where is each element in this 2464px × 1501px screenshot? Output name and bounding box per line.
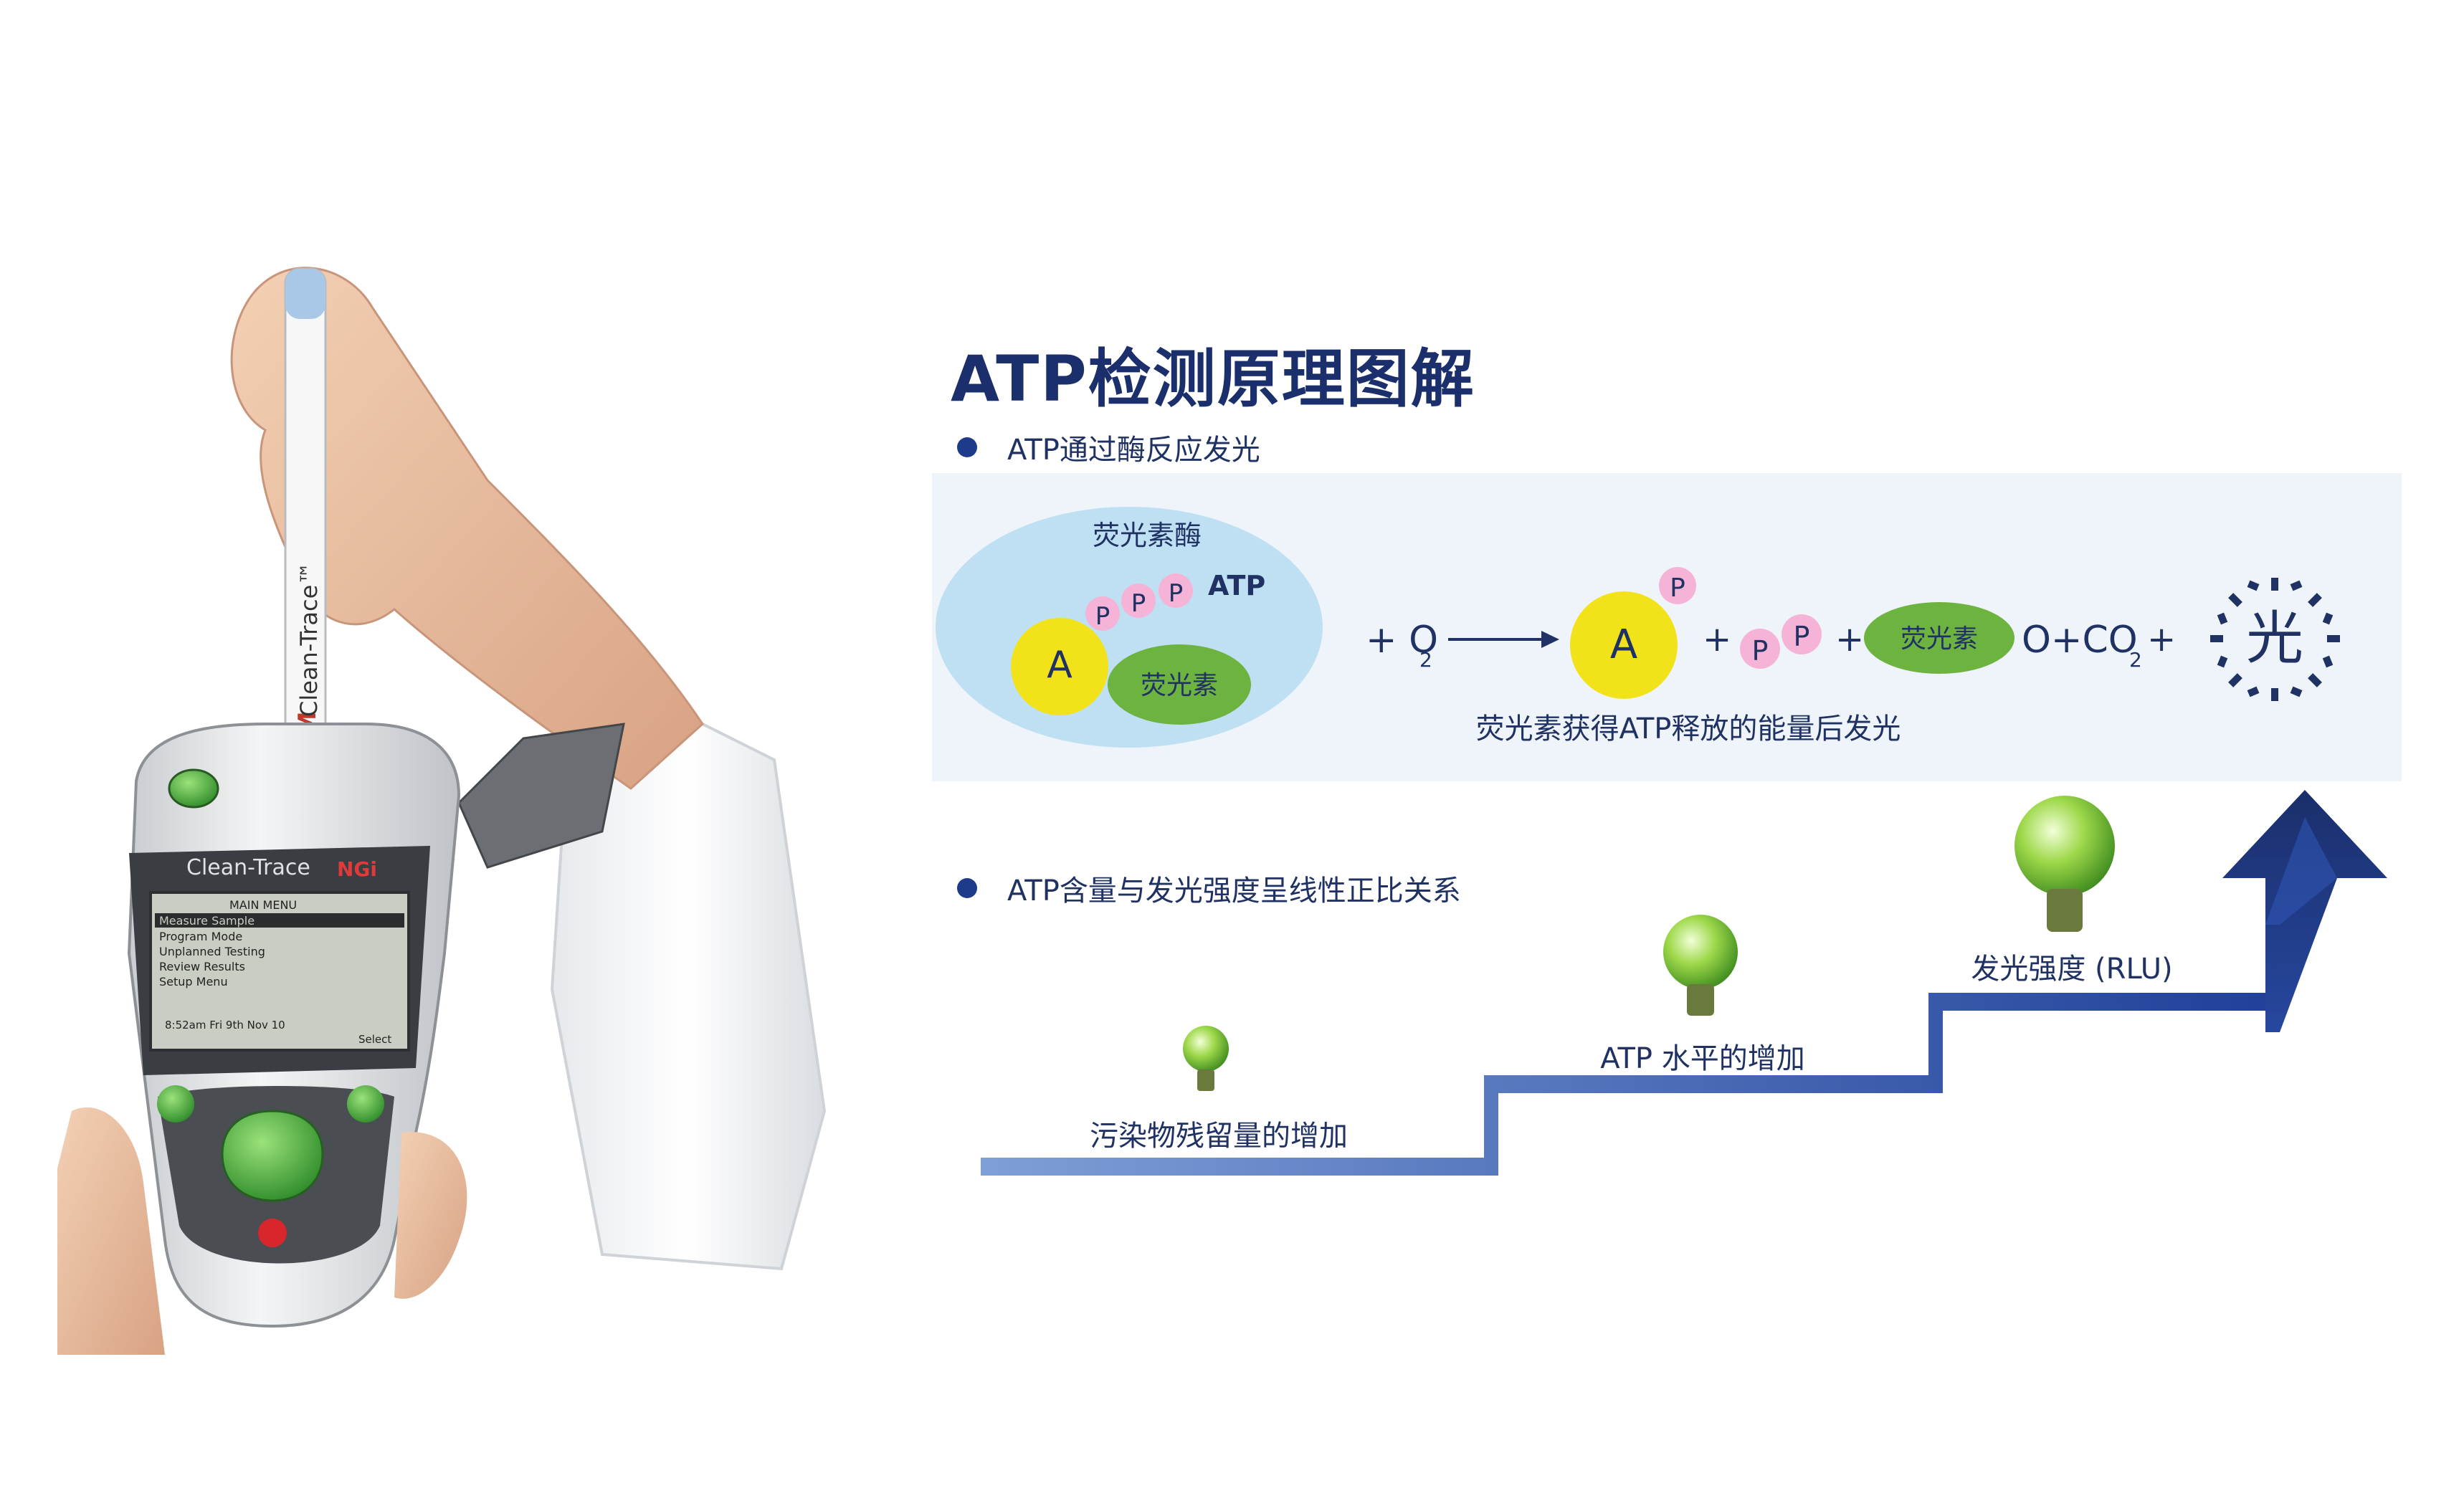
- phosphate-2: [1121, 583, 1156, 618]
- adenosine-circle: [1011, 618, 1108, 715]
- plus-1: +: [1703, 619, 1731, 659]
- reaction-arrow-head: [1541, 631, 1559, 648]
- section-1-heading: ATP通过酶反应发光: [957, 427, 1260, 468]
- lab-coat-sleeve: [550, 657, 827, 1271]
- swab-cap: [285, 269, 325, 319]
- screen-status: 8:52am Fri 9th Nov 10: [165, 1019, 285, 1031]
- phosphate-2-label: P: [1131, 589, 1146, 618]
- pp-phosphate-2: [1782, 614, 1822, 654]
- page-title: ATP检测原理图解: [951, 342, 1475, 416]
- staircase-diagram: 污染物残留量的增加 ATP 水平的增加 发光强度 (RLU): [981, 790, 2387, 1176]
- atp-label: ATP: [1208, 570, 1265, 601]
- co2-label: O+CO: [2022, 619, 2138, 662]
- screen-select: Select: [358, 1033, 391, 1046]
- hand-top: [230, 267, 704, 790]
- section-2-heading: ATP含量与发光强度呈线性正比关系: [957, 867, 1461, 909]
- device-lid: [457, 723, 625, 869]
- light-burst-icon: [2210, 578, 2340, 701]
- hand-left: [57, 1107, 165, 1355]
- pp-phosphate-2-label: P: [1794, 621, 1810, 652]
- oxygen-label: + O: [1366, 619, 1438, 662]
- bullet-icon: [957, 437, 977, 457]
- enzyme-label: 荧光素酶: [1093, 520, 1202, 551]
- left-soft-key[interactable]: [157, 1085, 194, 1123]
- step-1-label: 污染物残留量的增加: [1090, 1120, 1348, 1153]
- reaction-caption: 荧光素获得ATP释放的能量后发光: [1476, 713, 1901, 745]
- swab-name: Clean-Trace™: [295, 562, 323, 717]
- adenosine-label: A: [1047, 644, 1072, 687]
- increase-arrow: [2222, 790, 2387, 1032]
- phosphate-3-label: P: [1169, 579, 1184, 608]
- phosphate-1-label: P: [1095, 602, 1110, 631]
- device-model: NGi: [337, 857, 377, 881]
- right-soft-key[interactable]: [347, 1085, 384, 1123]
- bulb-icon-large: [2015, 796, 2115, 932]
- menu-item-unplanned[interactable]: Unplanned Testing: [159, 945, 265, 958]
- menu-item-review[interactable]: Review Results: [159, 960, 245, 973]
- power-button[interactable]: [168, 768, 219, 809]
- bulb-icon-small: [1183, 1026, 1229, 1091]
- plus-2: +: [1835, 619, 1864, 659]
- amp-label: A: [1610, 621, 1637, 668]
- light-label: 光: [2246, 605, 2303, 672]
- device-illustration: 3M Clean-Trace™ Clean-Trace NGi MAIN MEN…: [57, 93, 882, 1355]
- menu-item-setup[interactable]: Setup Menu: [159, 975, 228, 988]
- luciferin-pill-1: [1108, 644, 1251, 725]
- menu-highlight: [155, 913, 404, 928]
- hand-right-fingers: [394, 1132, 467, 1299]
- step-3-label: 发光强度 (RLU): [1971, 953, 2172, 986]
- luciferin-label-2: 荧光素: [1901, 624, 1978, 654]
- cancel-key[interactable]: [258, 1219, 287, 1247]
- plus-3: +: [2147, 619, 2176, 659]
- arrow-highlight: [2265, 817, 2337, 925]
- luciferin-label-1: 荧光素: [1141, 671, 1218, 700]
- menu-item-measure[interactable]: Measure Sample: [159, 914, 255, 928]
- step-2-label: ATP 水平的增加: [1600, 1042, 1805, 1075]
- phosphate-3: [1159, 573, 1193, 608]
- bulb-icon-medium: [1663, 915, 1738, 1016]
- menu-item-program[interactable]: Program Mode: [159, 930, 242, 943]
- bullet-icon: [957, 878, 977, 898]
- pp-phosphate-1: [1740, 629, 1780, 669]
- screen-title: MAIN MENU: [229, 898, 297, 912]
- co2-subscript: 2: [2129, 648, 2142, 672]
- reaction-diagram: 荧光素酶 A P P P ATP 荧光素 + O 2 A P + P P + 荧…: [936, 507, 2340, 748]
- luciferin-pill-2: [1864, 602, 2015, 674]
- device-brand: Clean-Trace: [186, 855, 310, 880]
- amp-phosphate-label: P: [1670, 573, 1685, 603]
- amp-circle: [1570, 591, 1678, 699]
- amp-phosphate: [1659, 567, 1696, 604]
- oxygen-subscript: 2: [1419, 648, 1432, 672]
- phosphate-1: [1085, 596, 1120, 631]
- navigation-pad[interactable]: [221, 1110, 324, 1202]
- pp-phosphate-1-label: P: [1752, 635, 1769, 667]
